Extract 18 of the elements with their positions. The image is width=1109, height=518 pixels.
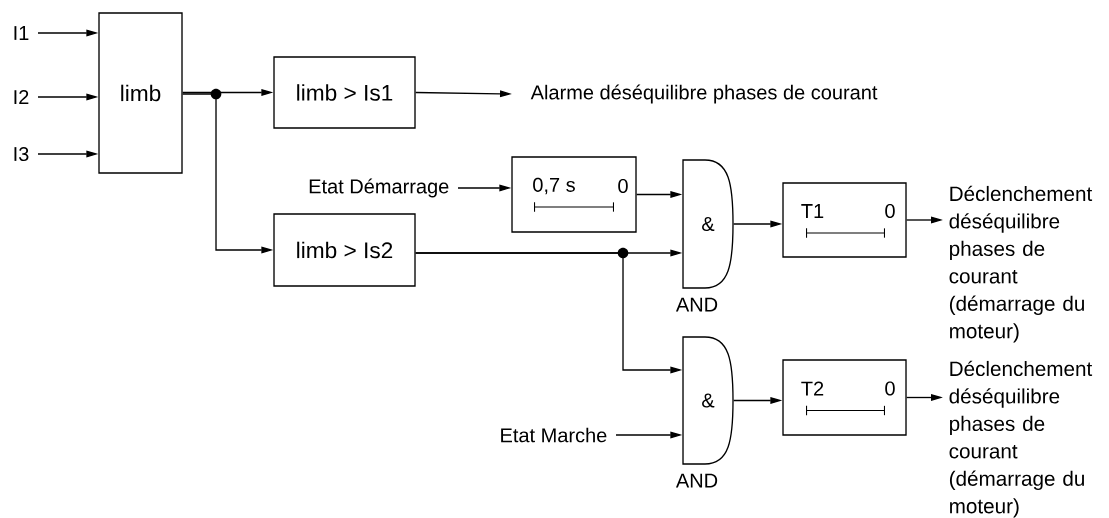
gate-label: AND: [675, 473, 718, 488]
timer-box: T1 0: [782, 182, 907, 258]
output-label: Déclenchement déséquilibre phases de courant (démarrage du moteur): [949, 185, 1093, 343]
timer-box: 0,7 s 0: [511, 156, 637, 233]
signal-label: Etat Démarrage: [309, 178, 449, 198]
signal-label: I1: [14, 26, 29, 40]
signal-label: I2: [14, 90, 29, 104]
gate-label: AND: [675, 297, 718, 312]
threshold-box: limb > Is1: [273, 56, 416, 129]
output-label: Déclenchement déséquilibre phases de courant (démarrage du moteur): [949, 360, 1093, 518]
timer-box: T2 0: [782, 359, 907, 436]
threshold-box: limb > Is2: [273, 213, 416, 287]
output-label: Alarme déséquilibre phases de courant: [530, 84, 878, 104]
and-gate: &: [682, 336, 734, 465]
signal-label: I3: [14, 146, 29, 162]
function-box: limb: [98, 12, 183, 174]
signal-label: Etat Marche: [501, 427, 607, 443]
and-gate: &: [682, 159, 734, 289]
